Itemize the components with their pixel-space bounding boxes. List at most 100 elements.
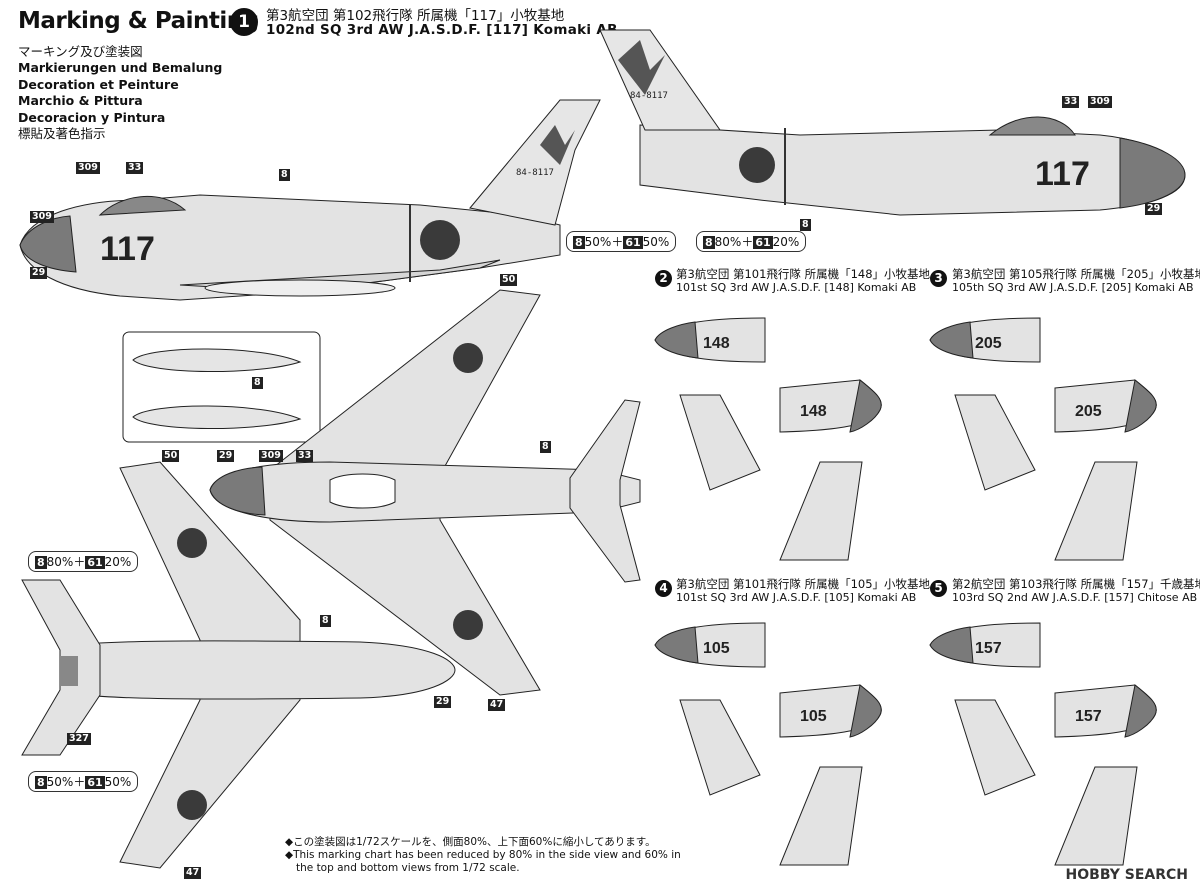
scheme-5-en: 103rd SQ 2nd AW J.A.S.D.F. [157] Chitose… bbox=[952, 591, 1198, 604]
paint-code-box: 47 bbox=[488, 699, 506, 711]
scheme-3-jp: 第3航空団 第105飛行隊 所属機「205」小牧基地 bbox=[952, 267, 1200, 281]
mix-a-code: 8 bbox=[573, 236, 585, 249]
language-titles: マーキング及び塗装図 Markierungen und Bemalung Dec… bbox=[18, 44, 222, 142]
chart-title: Marking & Painting bbox=[18, 8, 259, 34]
scheme-1-jp: 第3航空団 第102飛行隊 所属機「117」小牧基地 bbox=[266, 8, 565, 24]
paint-code-box: 309 bbox=[30, 211, 54, 223]
code-157-b: 157 bbox=[1075, 708, 1102, 725]
code-157-a: 157 bbox=[975, 640, 1002, 657]
mix-plus: ＋ bbox=[73, 555, 86, 569]
mix-b-pct: 20% bbox=[772, 235, 800, 249]
paint-code-box: 8 bbox=[252, 377, 263, 389]
paint-code-box: 50 bbox=[500, 274, 518, 286]
paint-code-box: 29 bbox=[30, 267, 48, 279]
code-117-right: 117 bbox=[1035, 155, 1090, 193]
bottom-view bbox=[21, 461, 456, 869]
paint-code-box: 29 bbox=[1145, 203, 1163, 215]
scheme-5-number: 5 bbox=[930, 580, 947, 597]
title-cn: 標貼及著色指示 bbox=[18, 126, 106, 142]
scheme-5-jp: 第2航空団 第103飛行隊 所属機「157」千歳基地 bbox=[952, 577, 1200, 591]
drop-tank-left bbox=[204, 279, 396, 297]
canopy-left bbox=[98, 195, 187, 216]
top-view bbox=[209, 289, 641, 696]
tail-fin-right bbox=[599, 29, 721, 131]
mix-b-pct: 50% bbox=[642, 235, 670, 249]
mix-a-code: 8 bbox=[703, 236, 715, 249]
scheme-1-number: 1 bbox=[230, 8, 258, 36]
fuselage-right bbox=[639, 124, 1186, 216]
mix-b-pct: 20% bbox=[104, 555, 132, 569]
paint-code-box: 309 bbox=[259, 450, 283, 462]
scheme-3-header: 第3航空団 第105飛行隊 所属機「205」小牧基地 105th SQ 3rd … bbox=[952, 267, 1200, 295]
mix-a-code: 8 bbox=[35, 556, 47, 569]
drop-tank-detail bbox=[122, 331, 321, 443]
side-view-right: 117 84-8117 bbox=[599, 29, 1186, 216]
scheme-2-jp: 第3航空団 第101飛行隊 所属機「148」小牧基地 bbox=[676, 267, 931, 281]
note-en-1: ◆This marking chart has been reduced by … bbox=[285, 849, 681, 861]
paint-code-box: 8 bbox=[800, 219, 811, 231]
small-profiles: 148 148 205 205 105 105 157 157 bbox=[654, 317, 1157, 866]
scheme-4-number: 4 bbox=[655, 580, 672, 597]
note-jp: ◆この塗装図は1/72スケールを、側面80%、上下面60%に縮小してあります。 bbox=[285, 836, 656, 848]
title-jp: マーキング及び塗装図 bbox=[18, 44, 143, 59]
serial-right: 84-8117 bbox=[630, 91, 668, 101]
nose-cone-right bbox=[1119, 137, 1186, 209]
hinomaru-bottom-lower bbox=[177, 790, 207, 820]
title-fr: Decoration et Peinture bbox=[18, 76, 179, 92]
serial-left: 84-8117 bbox=[516, 168, 554, 178]
mix-plus: ＋ bbox=[611, 235, 624, 249]
title-it: Marchio & Pittura bbox=[18, 93, 143, 109]
mix-b-code: 61 bbox=[85, 776, 105, 789]
mix-b-pct: 50% bbox=[104, 775, 132, 789]
paint-code-box: 8 bbox=[540, 441, 551, 453]
watermark: HOBBY SEARCH bbox=[1065, 867, 1188, 883]
scheme-4-en: 101st SQ 3rd AW J.A.S.D.F. [105] Komaki … bbox=[676, 591, 917, 604]
paint-code-box: 309 bbox=[76, 162, 100, 174]
code-148-b: 148 bbox=[800, 403, 827, 420]
mix-plus: ＋ bbox=[73, 775, 86, 789]
paint-code-box: 8 bbox=[320, 615, 331, 627]
scheme-4-header: 第3航空団 第101飛行隊 所属機「105」小牧基地 101st SQ 3rd … bbox=[676, 577, 930, 605]
hinomaru-left bbox=[420, 220, 460, 260]
scheme-2-en: 101st SQ 3rd AW J.A.S.D.F. [148] Komaki … bbox=[676, 281, 917, 294]
hinomaru-top-lower bbox=[453, 610, 483, 640]
paint-code-box: 33 bbox=[126, 162, 144, 174]
h-stab-top bbox=[569, 399, 641, 583]
mix-a-pct: 80% bbox=[714, 235, 742, 249]
code-205-b: 205 bbox=[1075, 403, 1102, 420]
hinomaru-top-upper bbox=[453, 343, 483, 373]
code-148-a: 148 bbox=[703, 335, 730, 352]
hinomaru-right bbox=[739, 147, 775, 183]
side-view-left: 117 84-8117 bbox=[19, 99, 601, 301]
mix-b-code: 61 bbox=[623, 236, 643, 249]
mix-a-pct: 50% bbox=[46, 775, 74, 789]
tail-fin-left bbox=[469, 99, 601, 226]
hinomaru-bottom-upper bbox=[177, 528, 207, 558]
nose-top bbox=[209, 466, 266, 516]
mix-a-pct: 50% bbox=[584, 235, 612, 249]
scheme-3-number: 3 bbox=[930, 270, 947, 287]
paint-code-box: 29 bbox=[434, 696, 452, 708]
scheme-4-jp: 第3航空団 第101飛行隊 所属機「105」小牧基地 bbox=[676, 577, 931, 591]
code-117-left: 117 bbox=[100, 230, 155, 268]
note-en-2: the top and bottom views from 1/72 scale… bbox=[296, 862, 520, 874]
paint-code-box: 50 bbox=[162, 450, 180, 462]
canopy-top bbox=[329, 473, 396, 509]
title-es: Decoracion y Pintura bbox=[18, 109, 166, 125]
scheme-2-number: 2 bbox=[655, 270, 672, 287]
mix-plus: ＋ bbox=[741, 235, 754, 249]
mix-b-code: 61 bbox=[753, 236, 773, 249]
scheme-1-en: 102nd SQ 3rd AW J.A.S.D.F. [117] Komaki … bbox=[266, 22, 618, 38]
paint-code-box: 29 bbox=[217, 450, 235, 462]
scheme-1-header: 第3航空団 第102飛行隊 所属機「117」小牧基地 102nd SQ 3rd … bbox=[266, 9, 618, 37]
canopy-right bbox=[988, 116, 1076, 136]
scheme-5-header: 第2航空団 第103飛行隊 所属機「157」千歳基地 103rd SQ 2nd … bbox=[952, 577, 1200, 605]
code-205-a: 205 bbox=[975, 335, 1002, 352]
scheme-2-header: 第3航空団 第101飛行隊 所属機「148」小牧基地 101st SQ 3rd … bbox=[676, 267, 930, 295]
scale-note: ◆この塗装図は1/72スケールを、側面80%、上下面60%に縮小してあります。 … bbox=[285, 836, 681, 875]
